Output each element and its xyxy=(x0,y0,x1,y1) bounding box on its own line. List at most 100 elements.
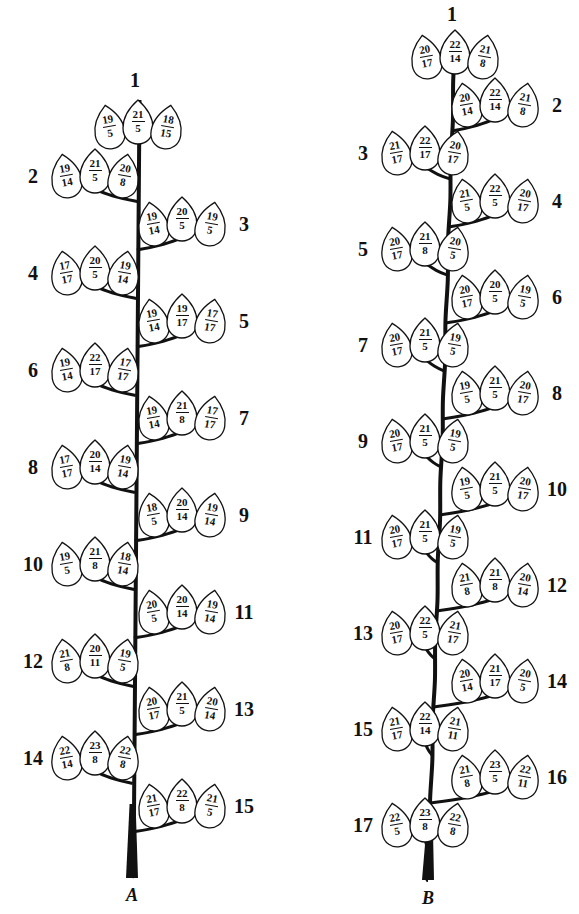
fraction-bar xyxy=(419,147,432,148)
floret-leaf: 215 xyxy=(409,317,441,363)
count-number: 18 xyxy=(162,113,175,126)
leaf-outline xyxy=(191,781,231,832)
fraction-bar xyxy=(419,531,432,532)
leaf-outline xyxy=(409,125,441,171)
leaf-outline xyxy=(479,365,511,411)
fraction: 195 xyxy=(436,320,474,360)
count-number: 20 xyxy=(418,43,431,56)
leaf-outline xyxy=(434,512,474,563)
leaf-outline xyxy=(479,173,511,219)
count-number: 17 xyxy=(516,201,529,214)
count-number: 21 xyxy=(420,519,431,530)
count-number: 17 xyxy=(203,418,216,431)
fraction: 215 xyxy=(409,413,441,448)
stem-base xyxy=(126,804,138,878)
count-number: 20 xyxy=(458,283,471,296)
count-number: 23 xyxy=(420,807,431,818)
leaf-outline xyxy=(409,605,441,651)
leaf-outline xyxy=(147,102,187,153)
fraction-bar xyxy=(489,99,502,100)
leaf-outline xyxy=(79,148,111,194)
leaf-outline xyxy=(434,224,474,275)
leaf-outline xyxy=(79,439,111,485)
fraction: 1914 xyxy=(46,344,84,384)
leaf-outline xyxy=(104,441,144,492)
floret-leaf: 218 xyxy=(464,32,504,83)
count-number: 21 xyxy=(90,158,101,169)
spikelet-number: 14 xyxy=(547,670,567,692)
count-number: 8 xyxy=(179,414,185,425)
count-number: 21 xyxy=(479,43,492,56)
count-number: 5 xyxy=(492,773,498,784)
fraction: 1914 xyxy=(193,490,231,530)
fraction-bar xyxy=(489,675,502,676)
count-number: 19 xyxy=(119,453,132,466)
spikelet-number: 4 xyxy=(552,190,562,212)
count-number: 19 xyxy=(101,113,114,126)
count-number: 14 xyxy=(148,321,161,334)
count-number: 21 xyxy=(388,715,401,728)
leaf-outline xyxy=(479,557,511,603)
fraction: 238 xyxy=(79,730,111,765)
count-number: 19 xyxy=(58,356,71,369)
floret-leaf: 215 xyxy=(166,681,198,727)
spikelet-number: 13 xyxy=(353,622,373,644)
floret-leaf: 1917 xyxy=(166,293,198,339)
fraction: 2014 xyxy=(506,560,544,600)
count-number: 5 xyxy=(206,807,213,819)
fraction: 2214 xyxy=(479,77,511,112)
count-number: 11 xyxy=(90,657,100,668)
floret-leaf: 225 xyxy=(479,173,511,219)
fraction: 2017 xyxy=(506,176,544,216)
fraction: 238 xyxy=(409,797,441,832)
spikelet-number: 6 xyxy=(552,286,562,308)
count-number: 20 xyxy=(519,667,532,680)
floret-leaf: 2014 xyxy=(79,439,111,485)
spikelet-number: 8 xyxy=(28,456,38,478)
count-number: 19 xyxy=(119,259,132,272)
leaf-outline xyxy=(104,150,144,201)
fraction: 2017 xyxy=(376,224,414,264)
fraction-bar xyxy=(176,218,189,219)
floret-leaf: 2017 xyxy=(434,128,474,179)
leaf-outline xyxy=(166,584,198,630)
fraction: 1815 xyxy=(149,102,187,142)
leaf-outline xyxy=(409,701,441,747)
leaf-outline xyxy=(464,32,504,83)
count-number: 19 xyxy=(206,501,219,514)
count-number: 20 xyxy=(119,162,132,175)
floret-leaf: 218 xyxy=(79,536,111,582)
count-number: 22 xyxy=(449,811,462,824)
count-number: 14 xyxy=(203,709,216,722)
floret-leaf: 2017 xyxy=(504,464,544,515)
count-number: 21 xyxy=(519,91,532,104)
fraction: 228 xyxy=(166,778,198,813)
fraction: 215 xyxy=(479,365,511,400)
fraction-bar xyxy=(176,703,189,704)
fraction-bar xyxy=(89,364,102,365)
fraction-bar xyxy=(89,752,102,753)
count-number: 17 xyxy=(391,537,404,550)
floret-leaf: 195 xyxy=(191,199,231,250)
count-number: 22 xyxy=(519,763,532,776)
count-number: 17 xyxy=(421,57,434,70)
spikelet-number: 11 xyxy=(235,601,254,623)
fraction: 218 xyxy=(446,752,484,792)
count-number: 8 xyxy=(422,245,428,256)
fraction-bar xyxy=(419,435,432,436)
fraction-bar xyxy=(176,315,189,316)
fraction: 228 xyxy=(436,800,474,840)
spikelet-number: 3 xyxy=(358,142,368,164)
floret-leaf: 215 xyxy=(79,148,111,194)
floret-leaf: 2117 xyxy=(479,653,511,699)
floret-leaf: 1717 xyxy=(191,393,231,444)
fraction: 1717 xyxy=(46,247,84,287)
spikelet-number: 2 xyxy=(28,165,38,187)
count-number: 20 xyxy=(90,643,101,654)
count-number: 20 xyxy=(388,427,401,440)
count-number: 5 xyxy=(150,613,157,625)
count-number: 14 xyxy=(90,463,101,474)
floret-leaf: 1914 xyxy=(191,587,231,638)
count-number: 17 xyxy=(119,356,132,369)
count-number: 8 xyxy=(422,821,428,832)
